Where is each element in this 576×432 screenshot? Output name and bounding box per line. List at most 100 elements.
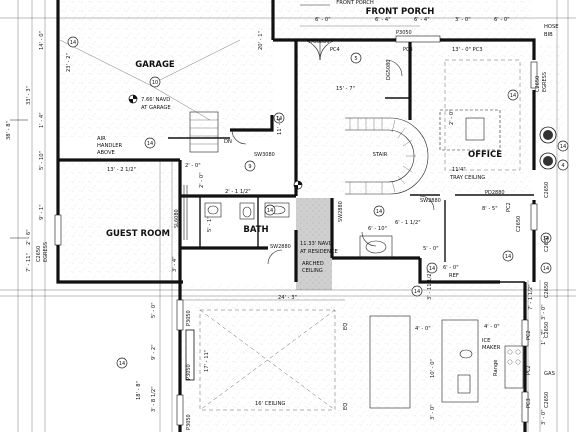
tag-sw3080: SW3080 [254, 152, 275, 158]
residence-navd-note-1: 11.33' NAVD [300, 241, 333, 247]
dim-left-7: 2' - 6" [26, 229, 32, 245]
callout-14-i: 14 [119, 361, 125, 367]
dim-left-1: 23' - 2" [66, 53, 72, 72]
callout-14-k: 14 [560, 144, 566, 150]
egress-left-1: C2650 [36, 246, 42, 262]
tag-sw2880-c: SW2880 [420, 198, 441, 204]
windows [54, 35, 538, 426]
callout-14-m: 14 [543, 266, 549, 272]
tag-sw2880-a: SW2880 [270, 244, 291, 250]
dim-hall2: 6' - 10" [368, 226, 387, 232]
ceiling-16-note: 16' CEILING [255, 401, 285, 407]
dim-ref-w: 6' - 0" [443, 265, 459, 271]
front-porch-top-label: FRONT PORCH [336, 0, 374, 6]
tag-c2650-d: C2650 [544, 392, 550, 408]
dim-left-0: 14' - 0" [39, 31, 45, 50]
tray-ceiling-note-1: 11'4" [452, 167, 466, 173]
dim-span-24: 24' - 3" [278, 295, 297, 301]
dim-kitchen-10: 3' - 0" [430, 404, 436, 420]
stair-label: STAIR [373, 152, 388, 158]
dim-hall3: 5' - 0" [423, 246, 439, 252]
dim-right-2: 3' - 0" [541, 304, 547, 320]
tag-p3050-a: P3050 [396, 30, 412, 36]
egress-left-2: EGRESS [43, 242, 49, 262]
tag-p3050-b: P3050 [186, 310, 192, 326]
dim-kitchen-6: 18' - 8" [136, 381, 142, 400]
dim-top-0: 6' - 0" [315, 17, 331, 23]
gas-note: GAS [544, 371, 555, 377]
dim-top-1: 6' - 4" [375, 17, 391, 23]
callout-numbers: 10 14 14 14 14 14 14 14 14 14 14 14 9 4 … [70, 40, 566, 367]
dim-stair-w: 15' - 7" [336, 86, 355, 92]
tag-pc4: PC4 [330, 47, 340, 53]
tag-dg5080: DG5080 [386, 60, 392, 80]
callout-14-c: 14 [276, 116, 282, 122]
hose-bib-note-2: BIB [544, 32, 553, 38]
air-handler-note-1: AIR [97, 136, 106, 142]
tag-dg6080: DG6080 [309, 39, 329, 45]
callout-4: 4 [561, 163, 564, 169]
callout-14-b: 14 [147, 141, 153, 147]
range-note: Range [493, 360, 499, 376]
garage-navd-note: 7.66' NAVD [141, 97, 170, 103]
room-labels: FRONT PORCH FRONT PORCH GARAGE OFFICE GU… [106, 0, 502, 239]
callout-14-l: 14 [543, 236, 549, 242]
dim-left-4: 5' - 10" [39, 151, 45, 170]
callout-10: 10 [152, 80, 158, 86]
tag-pc2-b: PC2 [526, 365, 532, 375]
tag-sw2880-b: SW2880 [338, 201, 344, 222]
front-porch-label: FRONT PORCH [366, 7, 435, 17]
dim-kitchen-1: 4' - 0" [484, 324, 500, 330]
dim-left-8: 38' - 8" [6, 121, 12, 140]
dim-right-1: 2' - 0" [199, 172, 205, 188]
tag-c2650-c: C2650 [544, 322, 550, 338]
tag-pc3: PC3 [403, 47, 413, 53]
dim-kitchen-4: 9' - 2" [151, 344, 157, 360]
dim-bath-w: 2' - 1 1/2" [225, 189, 251, 195]
dim-span-3-11: 3' - 11 1/2" [427, 271, 433, 300]
tag-p3050-c: P3050 [186, 364, 192, 380]
tag-p3050-d: P3050 [186, 414, 192, 430]
tag-c2650-b: C2650 [544, 282, 550, 298]
notes: 7.66' NAVD AT GARAGE AIR HANDLER ABOVE 1… [36, 24, 559, 410]
guest-room-label: GUEST ROOM [106, 229, 170, 239]
callout-14-f: 14 [429, 266, 435, 272]
callout-14-d: 14 [267, 208, 273, 214]
air-handler-note-2: HANDLER [97, 143, 122, 149]
callout-14-a: 14 [70, 40, 76, 46]
callout-5: 5 [354, 56, 357, 62]
air-handler-note-3: ABOVE [97, 150, 115, 156]
dim-right-0: 2' - 0" [449, 109, 455, 125]
dim-top-3: 3' - 0" [455, 17, 471, 23]
dim-top-2: 6' - 4" [414, 17, 430, 23]
dimension-text: 6' - 0" 6' - 4" 6' - 4" 3' - 0" 6' - 0" … [6, 17, 547, 425]
dim-left-2: 33' - 3" [26, 86, 32, 105]
dim-left-6: 7' - 11" [26, 253, 32, 272]
dim-kitchen-7: 3' - 8 1/2" [151, 386, 157, 412]
dim-kitchen-9: 10' - 0" [430, 359, 436, 378]
dim-kitchen-2: 8' - 5" [482, 206, 498, 212]
egress-right-2: EGRESS [542, 72, 548, 92]
dim-guest: 13' - 2 1/2" [107, 167, 136, 173]
tag-pc2-a: PC2 [526, 330, 532, 340]
fixtures [59, 39, 557, 411]
dim-kitchen-0: 4' - 0" [415, 326, 431, 332]
bath-label: BATH [243, 225, 268, 235]
ice-maker-note-2: MAKER [482, 345, 501, 351]
opening-tags: DG6080 PC4 PC3 DG5080 SW3080 SL6080 SW28… [174, 30, 550, 430]
tag-c2650-a: C2650 [544, 236, 550, 252]
ref-note: REF [449, 273, 459, 279]
dim-bath-b: 5' - 1" [207, 216, 213, 232]
residence-navd-note-2: AT RESIDENCE [300, 249, 338, 255]
tag-pc2-c: PC2 [506, 202, 512, 212]
dim-kitchen-8: 17' - 11" [204, 350, 210, 372]
office-label: OFFICE [468, 150, 502, 160]
dim-hall: 6' - 1 1/2" [395, 220, 421, 226]
dim-garage-right: 20' - 1" [258, 31, 264, 50]
dn-note: DN [224, 139, 232, 145]
dim-kitchen-5: 5' - 0" [151, 302, 157, 318]
doors [183, 39, 435, 265]
dim-porch: 13' - 0" PC3 [452, 47, 483, 53]
eq-note-2: EQ [343, 403, 349, 410]
